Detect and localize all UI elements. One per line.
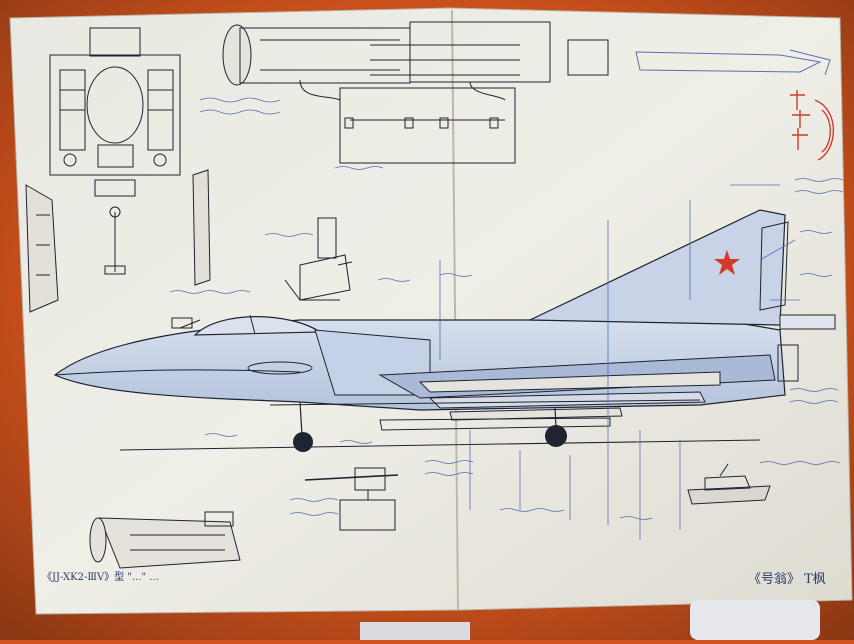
ejection-seat-drawing [284, 217, 353, 301]
paper-sheet [9, 7, 853, 615]
engine-cutaway-drawing [222, 21, 609, 164]
gun-mount-drawing [304, 467, 399, 531]
cannon-drawing [89, 511, 241, 569]
tank-drawing [687, 463, 771, 505]
red-star-icon [714, 250, 740, 275]
cockpit-panel-drawing [49, 27, 181, 197]
center-fold [451, 9, 459, 611]
ground-line [119, 439, 761, 451]
missile-drawing [635, 49, 831, 76]
caption-bottom-right: 《号翁》 T枫 [748, 572, 826, 587]
caption-bottom-left: 《JJ-XK2-ⅢV》型 "..." ... [42, 572, 159, 583]
annotation-marks [169, 97, 844, 540]
fighter-jet-drawing [53, 209, 836, 452]
red-ink-marks [790, 90, 835, 161]
